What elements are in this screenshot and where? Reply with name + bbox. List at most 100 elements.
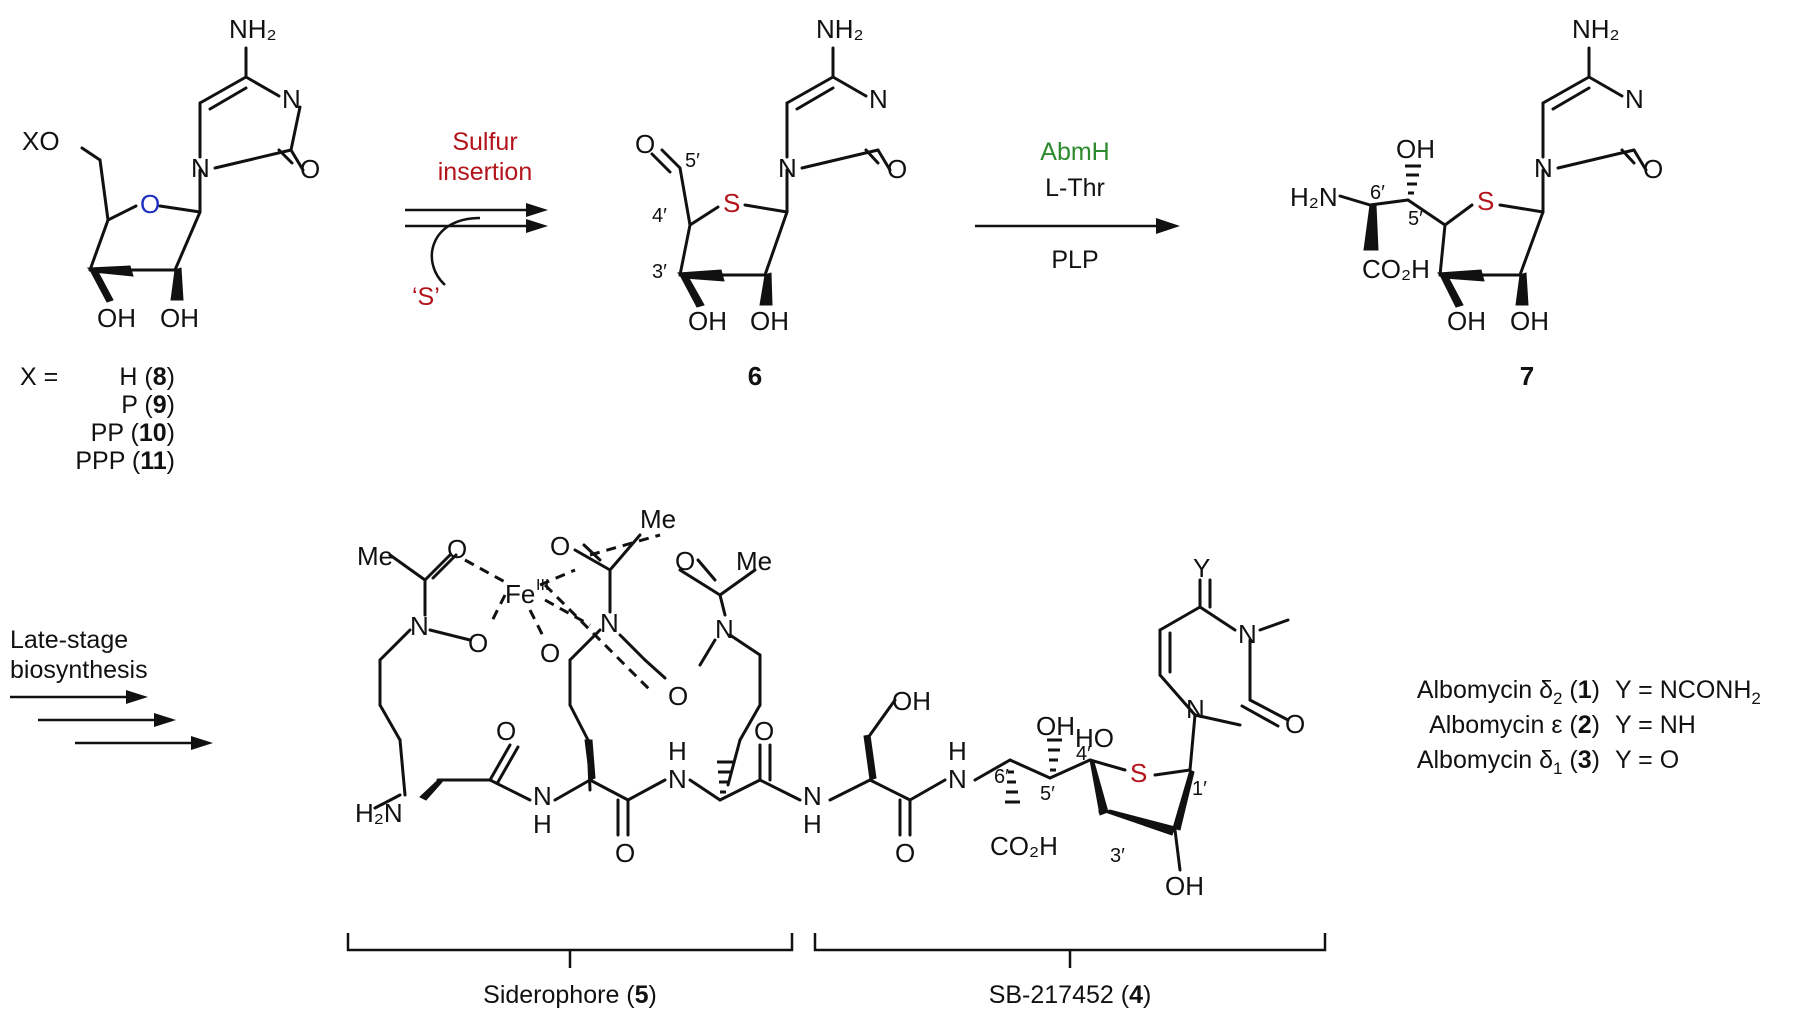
o-label-arm-1: O bbox=[468, 628, 488, 658]
o-label-6: O bbox=[887, 154, 907, 184]
siderophore-label: Siderophore (5) bbox=[483, 981, 657, 1009]
o-label-amide-2: O bbox=[615, 838, 635, 868]
locant-3p-1: 3′ bbox=[1110, 845, 1125, 867]
nh-n-label-2: N bbox=[668, 764, 687, 794]
me-label-2: Me bbox=[640, 504, 676, 534]
albomycin-legend: Albomycin δ2 (1) Y = NCONH2 Albomycin ε … bbox=[1417, 676, 1761, 778]
variant-row: P (9) bbox=[121, 391, 175, 419]
oh-label-6a: OH bbox=[688, 306, 727, 336]
siderophore-bracket bbox=[346, 933, 794, 968]
oh-label-sugar: OH bbox=[1165, 871, 1204, 901]
o-label-base: O bbox=[1285, 709, 1305, 739]
variant-row: PPP (11) bbox=[75, 447, 175, 475]
sb217452-label: SB-217452 (4) bbox=[989, 981, 1152, 1009]
ho-label-sugar: HO bbox=[1075, 723, 1114, 753]
abmh-arrow bbox=[975, 218, 1180, 234]
reagent-label: L-Thr bbox=[1045, 174, 1105, 202]
albomycin-structure bbox=[373, 533, 1290, 872]
locant-6p-1: 6′ bbox=[994, 766, 1009, 788]
oh-label-c5: OH bbox=[1036, 711, 1075, 741]
albomycin-y-value: Y = NCONH2 bbox=[1615, 676, 1761, 708]
o-label-carbonyl-2: O bbox=[550, 531, 570, 561]
sulfur-atom-label-1: S bbox=[1130, 758, 1147, 788]
compound-number-7: 7 bbox=[1520, 361, 1534, 391]
n-label-arm-1: N bbox=[410, 611, 429, 641]
co2h-label-1: CO₂H bbox=[990, 831, 1058, 861]
variant-row: H (8) bbox=[119, 363, 175, 391]
sulfur-reagent-label: ‘S’ bbox=[412, 283, 440, 311]
nh2-label-8: NH₂ bbox=[229, 14, 277, 44]
o-label-8: O bbox=[300, 154, 320, 184]
n-label-8b: N bbox=[191, 153, 210, 183]
sulfur-atom-label-7: S bbox=[1477, 186, 1494, 216]
albomycin-row: Albomycin δ1 (3) bbox=[1417, 746, 1600, 778]
compound-number-6: 6 bbox=[748, 361, 762, 391]
h2n-label-7: H₂N bbox=[1290, 182, 1338, 212]
albomycin-y-value: Y = NH bbox=[1615, 711, 1696, 739]
o-label-carbonyl-1: O bbox=[447, 534, 467, 564]
nh-n-label-3: N bbox=[803, 781, 822, 811]
n-label-7b: N bbox=[1534, 153, 1553, 183]
locant-5p-7: 5′ bbox=[1408, 208, 1423, 230]
o-label-amide-4: O bbox=[895, 838, 915, 868]
biosynthesis-label: biosynthesis bbox=[10, 656, 148, 684]
locant-1p-1: 1′ bbox=[1192, 778, 1207, 800]
cofactor-label: PLP bbox=[1051, 246, 1098, 274]
oh-label-7a: OH bbox=[1447, 306, 1486, 336]
nh-h-label-2: H bbox=[668, 736, 687, 766]
sulfur-insertion-arrow bbox=[405, 203, 548, 286]
serine-oh-label: OH bbox=[892, 686, 931, 716]
nh-n-label-1: N bbox=[533, 781, 552, 811]
locant-3p-6: 3′ bbox=[652, 261, 667, 283]
o-label-amide-1: O bbox=[496, 716, 516, 746]
locant-4p-1: 4′ bbox=[1076, 743, 1091, 765]
nh-h-label-4: H bbox=[948, 736, 967, 766]
late-stage-label: Late-stage bbox=[10, 626, 128, 654]
me-label-3: Me bbox=[736, 546, 772, 576]
nh-h-label-3: H bbox=[803, 809, 822, 839]
late-stage-arrows bbox=[10, 690, 213, 750]
n-label-6a: N bbox=[869, 84, 888, 114]
nh2-label-7: NH₂ bbox=[1572, 14, 1620, 44]
albomycin-row: Albomycin ε (2) bbox=[1429, 711, 1600, 739]
compound-6-structure bbox=[650, 46, 892, 308]
n-label-arm-2: N bbox=[600, 608, 619, 638]
o-label-arm-2: O bbox=[540, 638, 560, 668]
x-equals-label: X = bbox=[20, 363, 58, 391]
n-label-arm-3: N bbox=[715, 614, 734, 644]
compound-8-11-structure bbox=[80, 46, 305, 303]
locant-4p-6: 4′ bbox=[652, 205, 667, 227]
albomycin-row: Albomycin δ2 (1) bbox=[1417, 676, 1600, 708]
nh2-label-6: NH₂ bbox=[816, 14, 864, 44]
variant-row: PP (10) bbox=[91, 419, 175, 447]
iron-label: Fe bbox=[505, 579, 535, 609]
n-label-8a: N bbox=[282, 84, 301, 114]
n-label-7a: N bbox=[1625, 84, 1644, 114]
variant-list: H (8) P (9) PP (10) PPP (11) bbox=[75, 363, 175, 475]
locant-5p-6: 5′ bbox=[685, 150, 700, 172]
ring-oxygen-label-8: O bbox=[140, 189, 160, 219]
iron-oxidation-state: III bbox=[536, 577, 549, 594]
nh-h-label-1: H bbox=[533, 809, 552, 839]
h2n-label-albomycin: H₂N bbox=[355, 798, 403, 828]
me-label-1: Me bbox=[357, 541, 393, 571]
o-label-amide-3: O bbox=[754, 716, 774, 746]
oh-label-7-side: OH bbox=[1396, 134, 1435, 164]
co2h-label-7: CO₂H bbox=[1362, 254, 1430, 284]
o-label-arm-3: O bbox=[668, 681, 688, 711]
n-label-base-3: N bbox=[1238, 619, 1257, 649]
aldehyde-o-label-6: O bbox=[635, 129, 655, 159]
compound-7-structure bbox=[1338, 46, 1648, 308]
xo-label: XO bbox=[22, 126, 60, 156]
sb217452-bracket bbox=[813, 933, 1327, 968]
oh-label-7b: OH bbox=[1510, 306, 1549, 336]
n-label-base-1: N bbox=[1186, 694, 1205, 724]
o-label-7: O bbox=[1643, 154, 1663, 184]
o-label-carbonyl-3: O bbox=[675, 546, 695, 576]
y-label: Y bbox=[1193, 553, 1210, 583]
oh-label-6b: OH bbox=[750, 306, 789, 336]
oh-label-8b: OH bbox=[160, 303, 199, 333]
sulfur-label: Sulfur bbox=[452, 128, 517, 156]
enzyme-label: AbmH bbox=[1040, 138, 1109, 166]
